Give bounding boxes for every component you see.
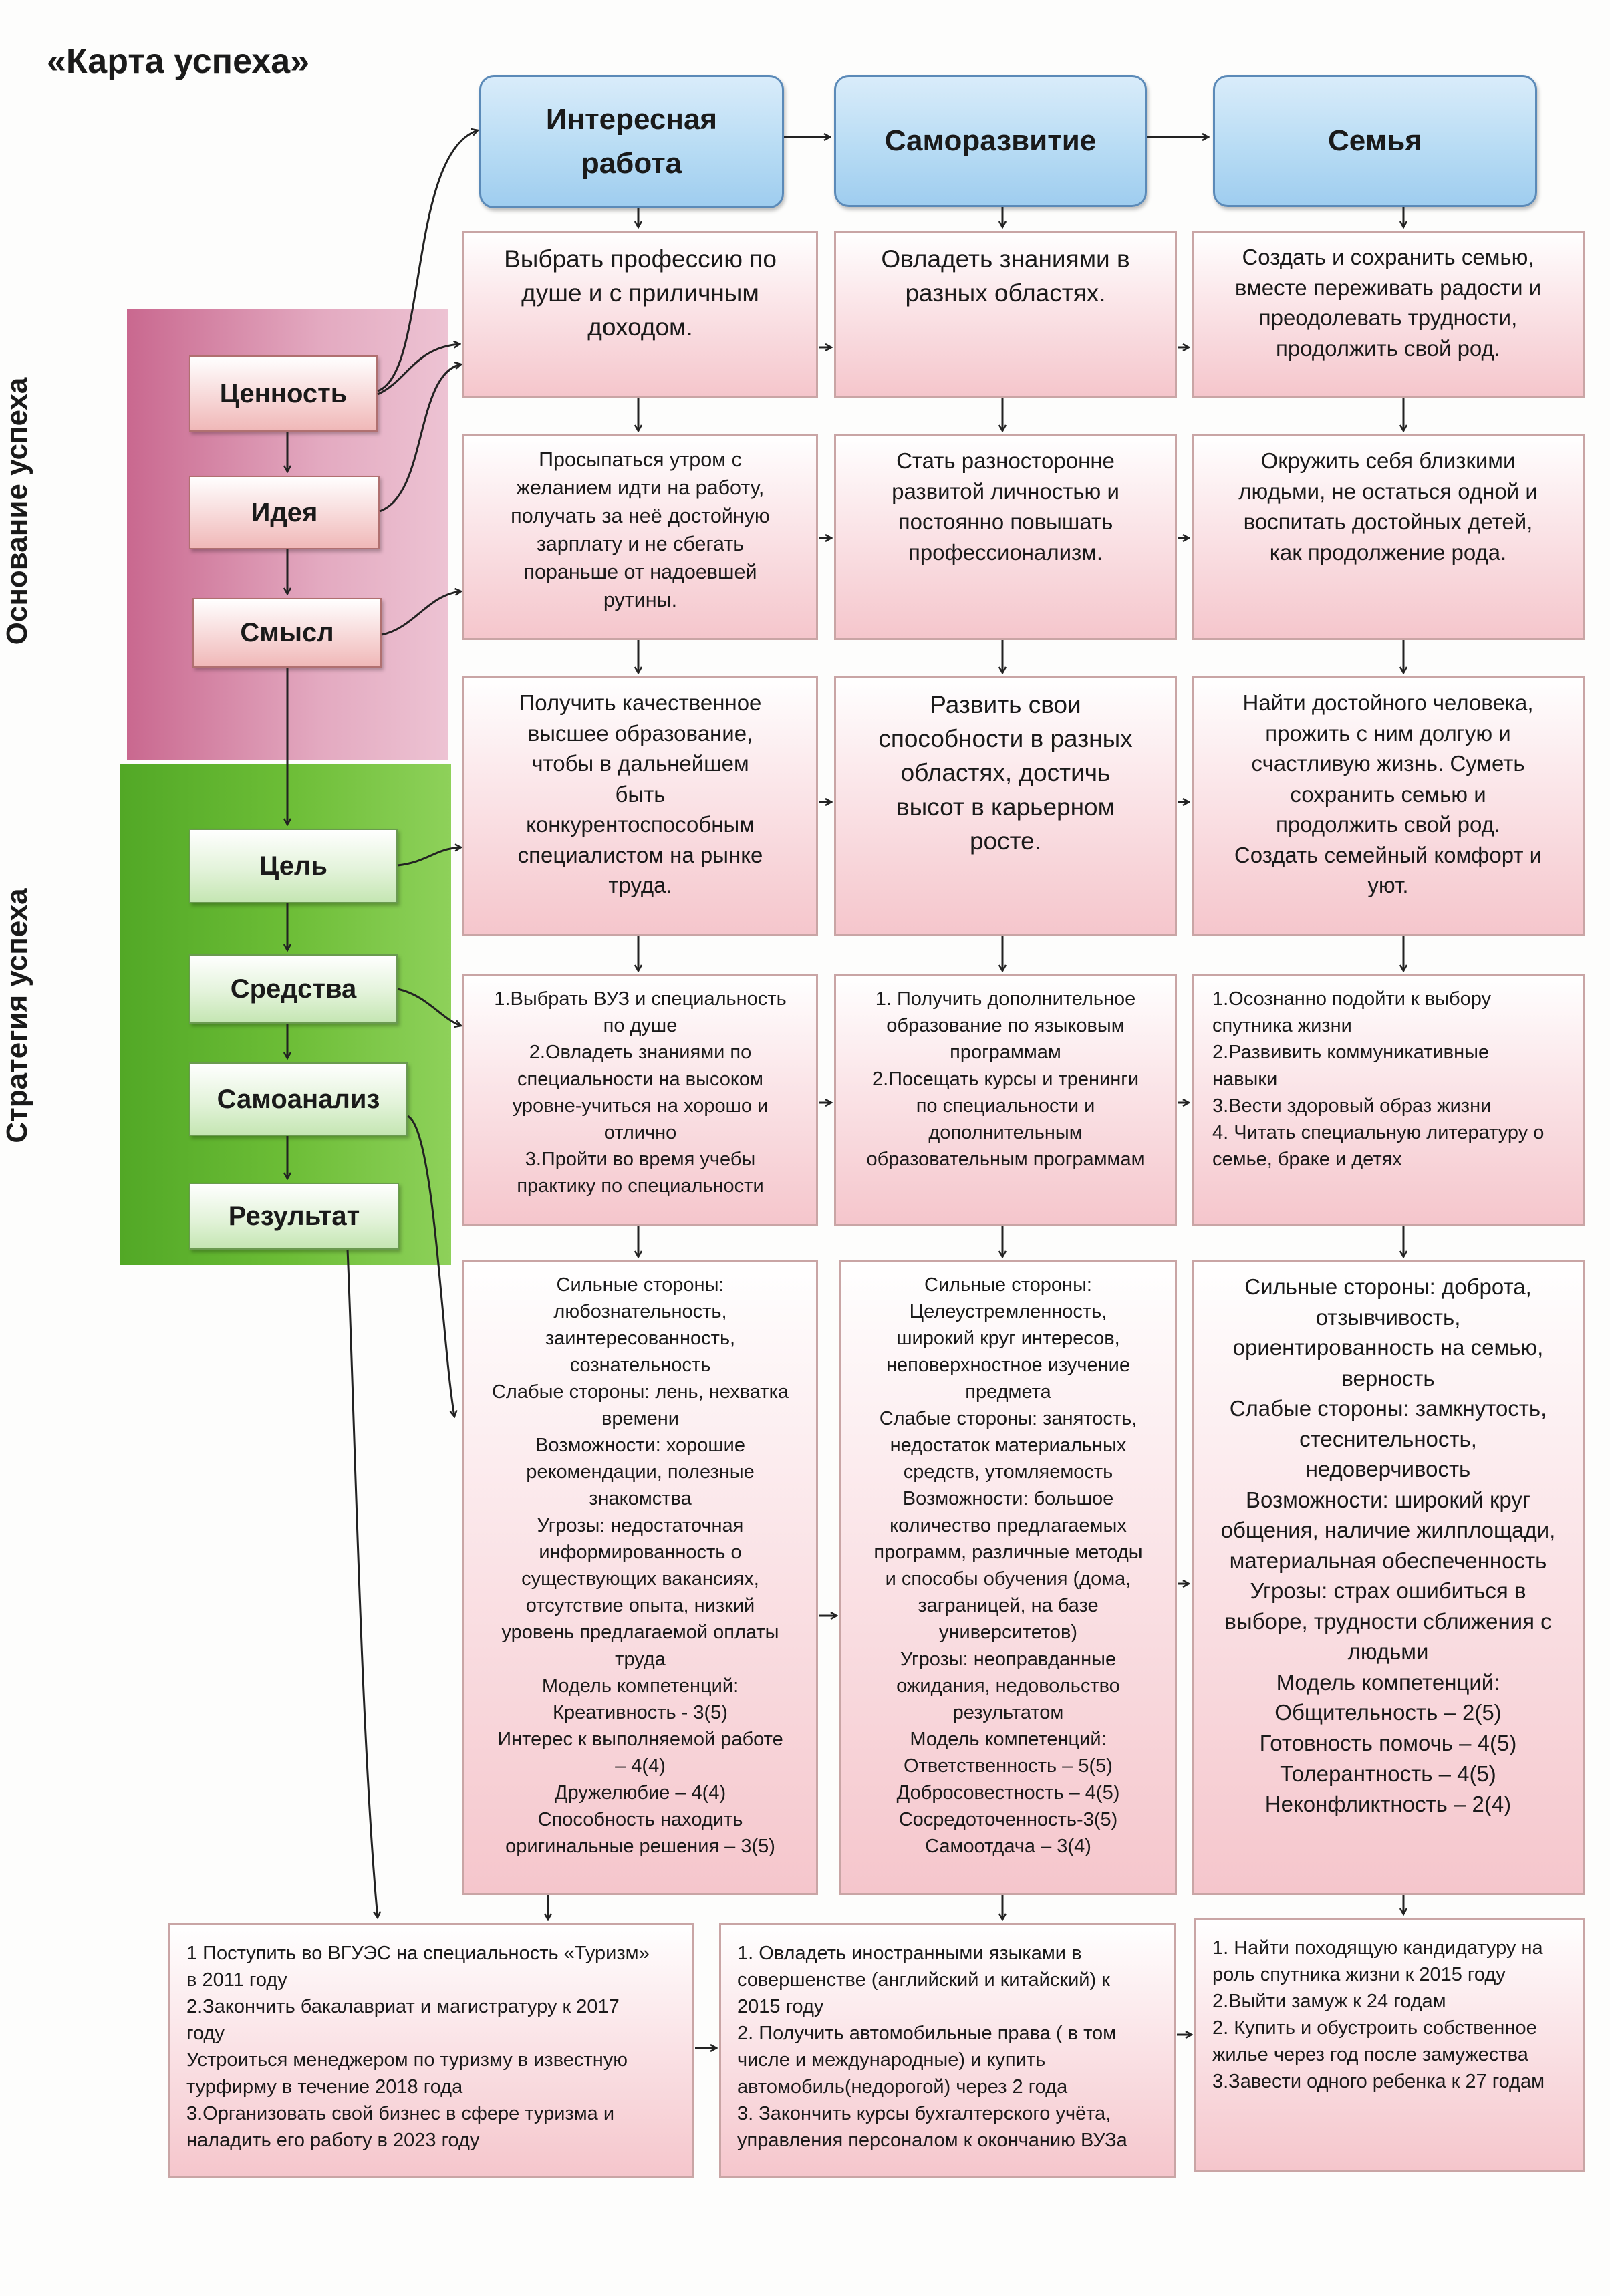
cell-work-value: Выбрать профессию по душе и с приличным … <box>462 231 818 398</box>
step-goal: Цель <box>189 829 398 903</box>
cell-dev-value: Овладеть знаниями в разных областях. <box>834 231 1177 398</box>
result-self-development: 1. Овладеть иностранными языками в совер… <box>719 1923 1176 2178</box>
header-self-development: Саморазвитие <box>834 75 1147 207</box>
step-meaning: Смысл <box>192 598 382 668</box>
cell-family-idea: Окружить себя близкими людьми, не остать… <box>1192 434 1585 640</box>
strategy-label: Стратегия успеха <box>1 888 33 1143</box>
cell-work-means: 1.Выбрать ВУЗ и специальность по душе 2.… <box>462 974 818 1226</box>
cell-family-value: Создать и сохранить семью, вместе пережи… <box>1192 231 1585 398</box>
cell-family-meaning: Найти достойного человека, прожить с ним… <box>1192 676 1585 936</box>
header-interesting-work: Интересная работа <box>479 75 784 208</box>
cell-dev-means: 1. Получить дополнительное образование п… <box>834 974 1177 1226</box>
cell-family-self-analysis: Сильные стороны: доброта, отзывчивость, … <box>1192 1260 1585 1895</box>
cell-work-idea: Просыпаться утром с желанием идти на раб… <box>462 434 818 640</box>
cell-dev-self-analysis: Сильные стороны: Целеустремленность, шир… <box>839 1260 1177 1895</box>
cell-dev-idea: Стать разносторонне развитой личностью и… <box>834 434 1177 640</box>
foundation-label: Основание успеха <box>1 377 33 645</box>
step-self-analysis: Самоанализ <box>189 1062 408 1136</box>
step-result: Результат <box>189 1183 399 1250</box>
step-value: Ценность <box>189 355 378 432</box>
arrow-result-to-resultrow <box>346 1249 378 1918</box>
cell-work-self-analysis: Сильные стороны: любознательность, заинт… <box>462 1260 818 1895</box>
cell-dev-meaning: Развить свои способности в разных област… <box>834 676 1177 936</box>
result-family: 1. Найти походящую кандидатуру на роль с… <box>1194 1918 1585 2172</box>
cell-work-meaning: Получить качественное высшее образование… <box>462 676 818 936</box>
result-work: 1 Поступить во ВГУЭС на специальность «Т… <box>168 1923 694 2178</box>
header-family: Семья <box>1213 75 1537 207</box>
cell-family-means: 1.Осознанно подойти к выбору спутника жи… <box>1192 974 1585 1226</box>
page-title: «Карта успеха» <box>47 42 310 81</box>
step-idea: Идея <box>189 476 380 549</box>
step-means: Средства <box>189 954 398 1024</box>
